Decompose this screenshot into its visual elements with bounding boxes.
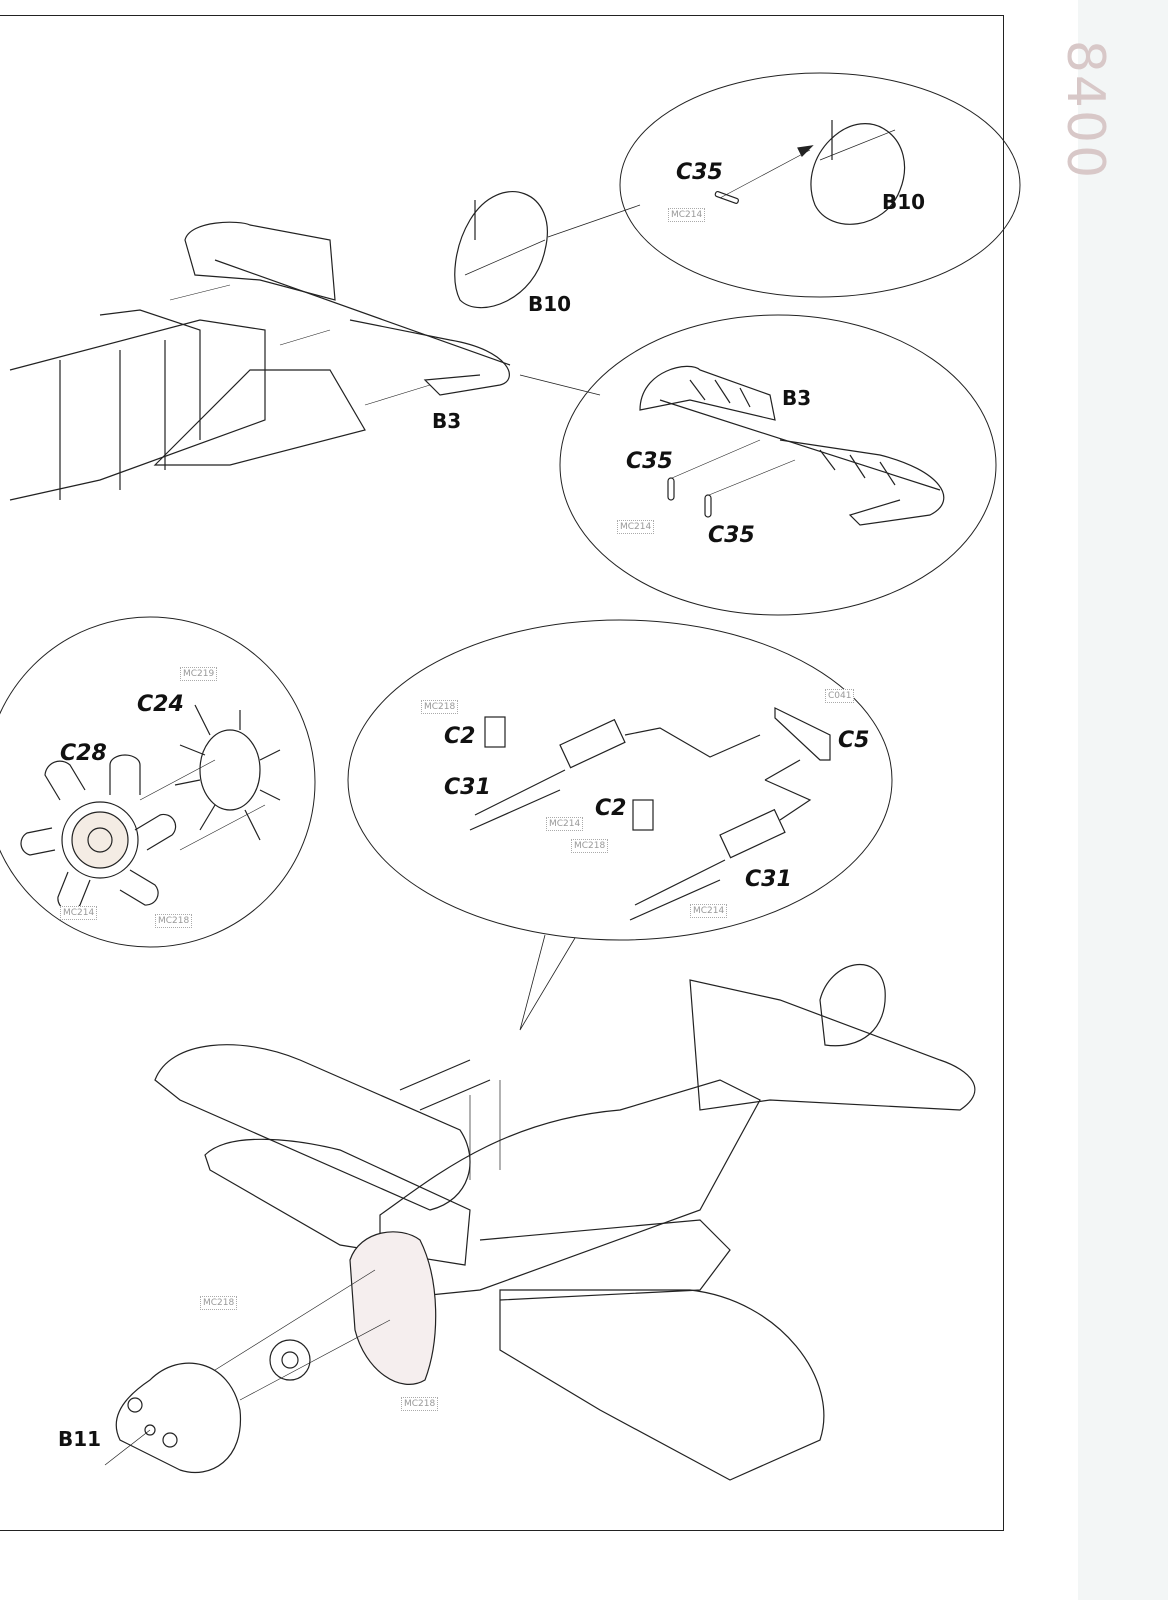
page-edge-strip [1078, 0, 1168, 1600]
part-label-b3: B3 [782, 386, 812, 410]
paint-code-mc219: MC219 [180, 667, 218, 681]
machine-gun-c31-detail [469, 707, 831, 921]
rudder-b10-detail [714, 120, 906, 225]
paint-code-mc214: MC214 [60, 906, 98, 920]
paint-code-mc214: MC214 [690, 904, 728, 918]
paint-code-mc218: MC218 [155, 914, 193, 928]
aircraft-main-view [104, 963, 976, 1481]
part-label-c31: C31 [745, 867, 792, 892]
part-label-b11: B11 [58, 1427, 102, 1451]
stabilizer-detail-bubble [559, 314, 997, 616]
part-label-c35: C35 [626, 449, 673, 474]
part-label-c2: C2 [595, 796, 627, 821]
part-label-c28: C28 [60, 741, 107, 766]
part-label-c31: C31 [444, 775, 491, 800]
gun-detail-bubble [347, 619, 893, 941]
engine-detail-bubble [0, 616, 316, 948]
paint-code-c041: C041 [825, 689, 855, 703]
page-frame [0, 15, 1004, 1531]
paint-code-mc214: MC214 [617, 520, 655, 534]
paint-code-mc214: MC214 [668, 208, 706, 222]
part-label-c2: C2 [444, 724, 476, 749]
engine-c28-c24-detail [20, 704, 281, 912]
part-label-b10: B10 [528, 292, 572, 316]
fuselage-tail-assembly [9, 191, 548, 501]
part-label-c35: C35 [676, 160, 723, 185]
part-label-c24: C24 [137, 692, 184, 717]
stabilizer-b3-detail [639, 365, 945, 526]
paint-code-mc218: MC218 [571, 839, 609, 853]
part-label-b10: B10 [882, 190, 926, 214]
part-label-b3: B3 [432, 409, 462, 433]
paint-code-mc218: MC218 [401, 1397, 439, 1411]
part-label-c35: C35 [708, 523, 755, 548]
paint-code-mc214: MC214 [546, 817, 584, 831]
paint-code-mc218: MC218 [421, 700, 459, 714]
paint-code-mc218: MC218 [200, 1296, 238, 1310]
part-label-c5: C5 [838, 728, 870, 753]
tail-detail-bubble [619, 72, 1021, 298]
